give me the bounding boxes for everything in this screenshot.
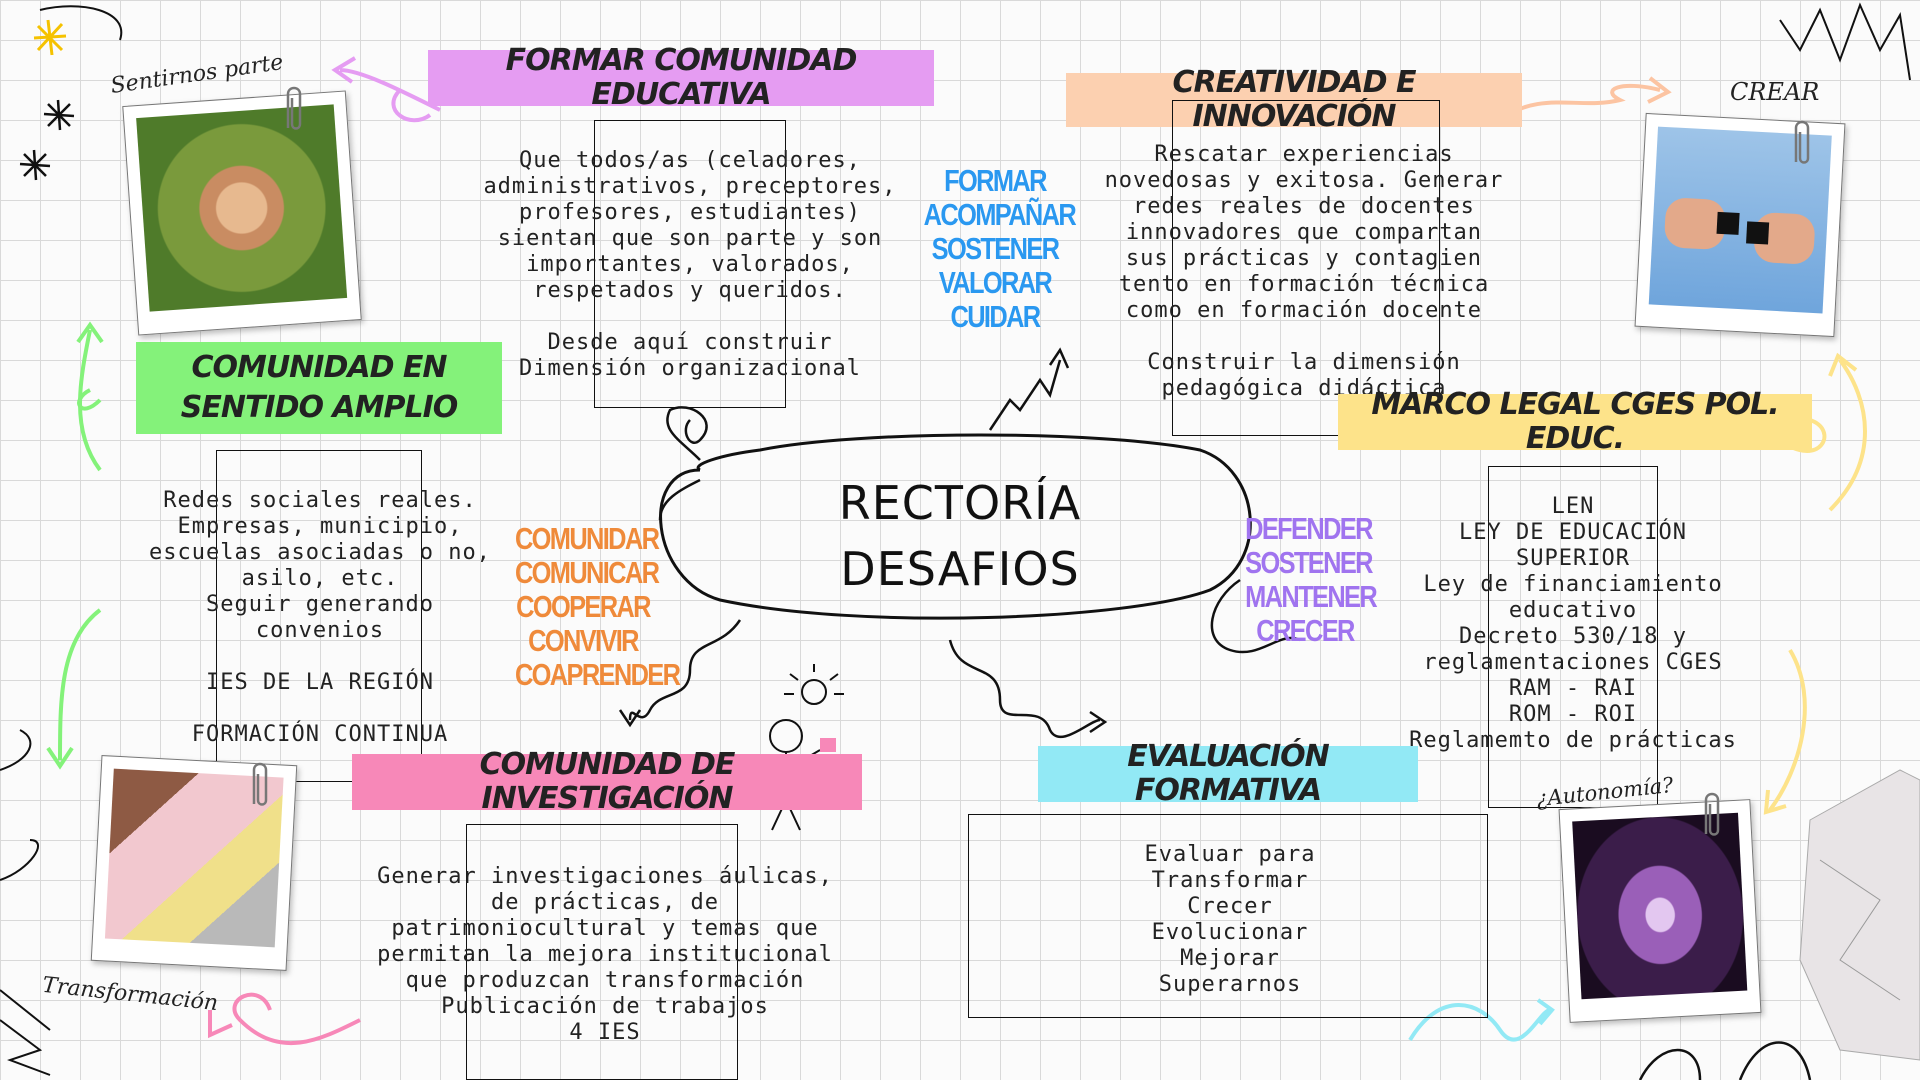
verb-item: FORMAR (944, 163, 1047, 198)
verb-item: COMUNICAR (514, 555, 660, 590)
frame-evaluacion (968, 814, 1488, 1018)
frame-formar (594, 120, 786, 408)
center-node: RECTORÍA DESAFIOS (780, 470, 1140, 602)
verb-item: DEFENDER (1245, 511, 1373, 546)
verb-item: COAPRENDER (514, 657, 681, 692)
verb-item: SOSTENER (1245, 545, 1373, 580)
squiggle-right (1210, 578, 1301, 654)
verbs-blue-list: FORMAR ACOMPAÑAR SOSTENER VALORAR CUIDAR (923, 163, 1077, 334)
text-evaluacion-formativa: Evaluar para Transformar Crecer Evolucio… (1144, 842, 1316, 997)
squiggle-up-left (666, 406, 708, 461)
verb-item: CRECER (1256, 613, 1355, 648)
verb-item: CUIDAR (950, 299, 1041, 334)
text-formar-comunidad: Que todos/as (celadores, administrativos… (483, 148, 897, 381)
heading-formar-comunidad: FORMAR COMUNIDAD EDUCATIVA (428, 43, 934, 112)
pink-arrow (208, 992, 361, 1045)
corner-scribble-br (1638, 1041, 1812, 1080)
verb-item: COOPERAR (516, 589, 651, 624)
heading-comunidad-amplio: COMUNIDAD EN SENTIDO AMPLIO (122, 338, 516, 438)
verb-item: VALORAR (938, 265, 1053, 300)
corner-scribble-tr (1779, 2, 1911, 81)
photo-hands-circle-image (136, 104, 348, 312)
text-comunidad-investigacion: Generar investigaciones áulicas, de prác… (377, 864, 833, 1045)
orange-arrow (1498, 76, 1672, 122)
yellow-arrow-down (1763, 648, 1807, 815)
green-arrow-down (46, 608, 102, 770)
purple-arrow (331, 56, 441, 112)
verb-item: ACOMPAÑAR (923, 197, 1077, 232)
caption-crear: CREAR (1730, 78, 1820, 106)
yellow-arrow-up (1828, 352, 1867, 512)
photo-hands-circle (122, 90, 362, 336)
text-creatividad-innovacion: Rescatar experiencias novedosas y exitos… (1104, 142, 1504, 401)
frame-creatividad (1172, 100, 1440, 436)
left-curl (0, 729, 32, 771)
heading-marco-legal: MARCO LEGAL CGES POL. EDUC. (1338, 387, 1812, 456)
heading-comunidad-amplio-text: COMUNIDAD EN SENTIDO AMPLIO (136, 342, 502, 434)
text-marco-legal: LEN LEY DE EDUCACIÓN SUPERIOR Ley de fin… (1409, 494, 1737, 753)
zigzag-up (988, 359, 1062, 431)
photo-glowing-hands (1558, 799, 1762, 1023)
verbs-purple-list: DEFENDER SOSTENER MANTENER CRECER (1245, 511, 1378, 648)
heading-comunidad-investigacion: COMUNIDAD DE INVESTIGACIÓN (352, 747, 862, 816)
heading-evaluacion-formativa: EVALUACIÓN FORMATIVA (1038, 739, 1418, 808)
squiggle-down-right (948, 639, 1101, 739)
verb-item: MANTENER (1245, 579, 1378, 614)
center-ellipse-outline (659, 433, 1252, 620)
corner-scribble-bl (0, 989, 51, 1076)
center-title-line1: RECTORÍA (838, 476, 1082, 530)
paperclip-icon (252, 762, 268, 806)
verbs-orange-list: COMUNIDAR COMUNICAR COOPERAR CONVIVIR CO… (514, 521, 681, 692)
cyan-arrow (1408, 998, 1555, 1042)
star-scribble (33, 19, 67, 56)
frame-comunidad-amplio (216, 450, 422, 782)
text-comunidad-amplio: Redes sociales reales. Empresas, municip… (149, 488, 491, 747)
verb-item: COMUNIDAR (514, 521, 660, 556)
verb-item: SOSTENER (931, 231, 1060, 266)
crumpled-paper (1799, 769, 1920, 1061)
paperclip-icon (286, 86, 302, 130)
center-title-line2: DESAFIOS (840, 542, 1080, 596)
corner-scribble-tl (39, 5, 123, 41)
paperclip-icon (1704, 792, 1720, 836)
verb-item: CONVIVIR (528, 623, 639, 658)
star-black (43, 99, 75, 131)
paperclip-icon (1794, 120, 1810, 164)
